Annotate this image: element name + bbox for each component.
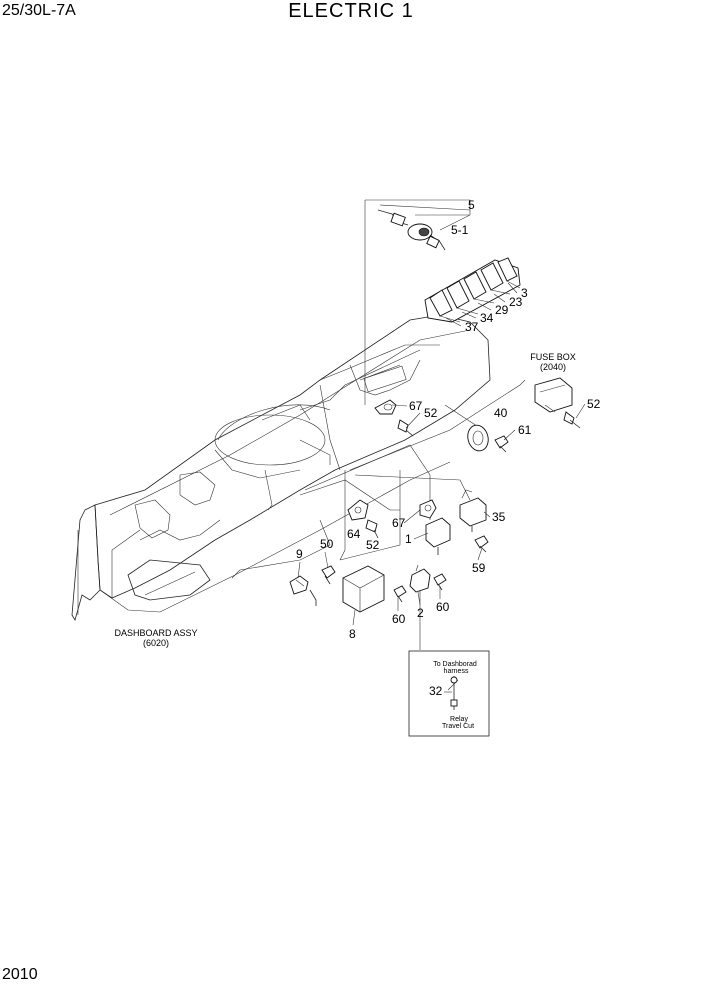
part-2-relay: [409, 564, 431, 593]
dashboard-code: (6020): [143, 638, 169, 648]
inset-note-top: To Dashborad: [433, 661, 477, 668]
callout-5: 5: [468, 198, 475, 212]
callout-23: 23: [509, 295, 523, 309]
callout-40: 40: [494, 406, 508, 420]
callout-2: 2: [417, 606, 424, 620]
part-59-bolt: [474, 535, 489, 553]
callout-52-fuse: 52: [587, 397, 601, 411]
model-code: 25/30L-7A: [2, 2, 76, 19]
part-67-clip-upper: [374, 399, 414, 437]
part-40-horn: [467, 424, 509, 453]
callout-60-a: 60: [392, 612, 406, 626]
callout-61: 61: [518, 423, 532, 437]
callout-9: 9: [296, 547, 303, 561]
part-switch-panel: [424, 257, 521, 323]
page-number: 2010: [2, 966, 38, 983]
inset-detail-box: [408, 650, 490, 737]
callout-52-upper: 52: [424, 406, 438, 420]
callout-67-lower: 67: [392, 516, 406, 530]
inset-note-top-2: harness: [444, 668, 469, 675]
callout-37: 37: [465, 320, 479, 334]
part-5-key-switch: [377, 209, 446, 251]
callout-59: 59: [472, 561, 486, 575]
callout-50: 50: [320, 537, 334, 551]
fuse-box-label: FUSE BOX: [530, 352, 576, 362]
fuse-box-code: (2040): [540, 362, 566, 372]
inset-note-bottom-2: Travel Cut: [442, 723, 474, 730]
callout-52-middle: 52: [366, 538, 380, 552]
callout-1: 1: [405, 532, 412, 546]
part-64-clip: [347, 499, 379, 539]
part-60-bolt-a: [393, 585, 407, 603]
inset-note-bottom: Relay: [450, 716, 468, 723]
part-1-relay: [425, 517, 451, 555]
callout-29: 29: [495, 303, 509, 317]
part-67-clip-lower: [419, 499, 437, 519]
part-50-bolt: [321, 565, 336, 585]
part-60-bolt-b: [433, 573, 447, 591]
part-8-unit: [342, 565, 385, 613]
callout-8: 8: [349, 627, 356, 641]
dashboard-assembly: [71, 314, 491, 622]
callout-67-upper: 67: [409, 399, 423, 413]
fuse-box: [534, 377, 581, 429]
callout-34: 34: [480, 311, 494, 325]
part-9-sensor: [289, 575, 317, 606]
callout-60-b: 60: [436, 600, 450, 614]
callout-5-1: 5-1: [451, 223, 469, 237]
dashboard-label: DASHBOARD ASSY: [114, 628, 197, 638]
part-35-relay: [459, 489, 487, 532]
callout-3: 3: [521, 286, 528, 300]
page-title: ELECTRIC 1: [288, 0, 414, 22]
callout-leaders: [297, 282, 586, 691]
callout-64: 64: [347, 527, 361, 541]
callout-35: 35: [492, 510, 506, 524]
callout-32: 32: [429, 684, 443, 698]
